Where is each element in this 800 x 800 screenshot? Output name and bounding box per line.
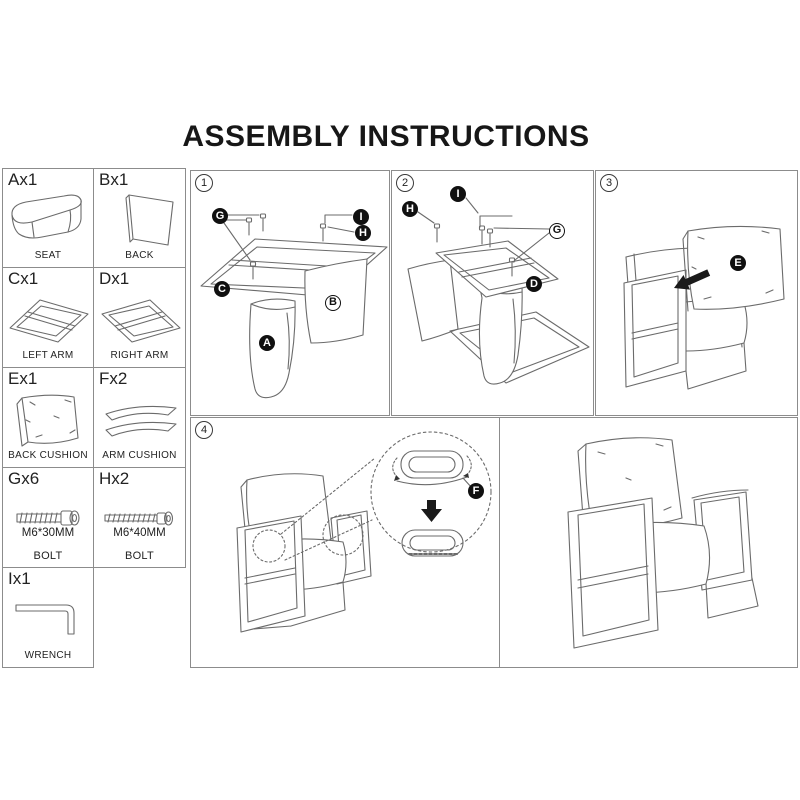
part-cell-bolt-30: Gx6 M6*30MM BOLT xyxy=(2,467,94,568)
part-spec: M6*40MM xyxy=(113,527,166,539)
finished-chair-panel xyxy=(499,417,798,668)
part-label-f: F xyxy=(468,483,484,499)
step-number: 1 xyxy=(195,174,213,192)
page-title: ASSEMBLY INSTRUCTIONS xyxy=(182,120,590,153)
part-name: BACK CUSHION xyxy=(8,450,88,461)
wrench-drawing xyxy=(6,592,92,644)
part-code: Ex1 xyxy=(8,369,38,388)
part-label-i: I xyxy=(353,209,369,225)
part-cell-bolt-40: Hx2 M6*40MM BOLT xyxy=(93,467,186,568)
part-code: Fx2 xyxy=(99,369,128,388)
part-cell-left-arm: Cx1 LEFT ARM xyxy=(2,267,94,368)
part-cell-back-cushion: Ex1 BACK CUSHION xyxy=(2,367,94,468)
part-code: Ix1 xyxy=(8,569,31,588)
part-label-e: E xyxy=(730,255,746,271)
part-label-h: H xyxy=(355,225,371,241)
step-3-drawing xyxy=(596,171,797,415)
part-cell-right-arm: Dx1 RIGHT ARM xyxy=(93,267,186,368)
part-cell-seat: Ax1 SEAT xyxy=(2,168,94,268)
part-cell-wrench: Ix1 WRENCH xyxy=(2,567,94,668)
part-name: RIGHT ARM xyxy=(110,350,169,361)
step-2-drawing xyxy=(392,171,593,415)
back-drawing xyxy=(98,189,184,249)
part-label-i: I xyxy=(450,186,466,202)
part-label-a: A xyxy=(259,335,275,351)
part-label-c: C xyxy=(214,281,230,297)
part-name: LEFT ARM xyxy=(22,350,74,361)
back-cushion-drawing xyxy=(6,390,92,452)
bolt-40-drawing xyxy=(101,505,179,531)
arm-cushion-drawing xyxy=(98,398,184,444)
part-name: SEAT xyxy=(34,250,62,261)
part-label-b: B xyxy=(325,295,341,311)
part-label-d: D xyxy=(526,276,542,292)
step-number: 4 xyxy=(195,421,213,439)
left-arm-drawing xyxy=(6,292,92,348)
step-number: 3 xyxy=(600,174,618,192)
part-code: Cx1 xyxy=(8,269,39,288)
bolt-30-drawing xyxy=(11,504,85,532)
part-code: Bx1 xyxy=(99,170,129,189)
part-name: BACK xyxy=(125,250,154,261)
part-name: ARM CUSHION xyxy=(102,450,177,461)
step-4-drawing xyxy=(191,418,499,667)
step-panel-1: 1 G C A B I H xyxy=(190,170,390,416)
part-name: BOLT xyxy=(33,550,63,562)
finished-chair-drawing xyxy=(500,418,797,667)
part-label-g: G xyxy=(549,223,565,239)
step-panel-2: 2 H I xyxy=(391,170,594,416)
step-panel-3: 3 E xyxy=(595,170,798,416)
part-label-g: G xyxy=(212,208,228,224)
part-name: BOLT xyxy=(124,550,155,562)
right-arm-drawing xyxy=(98,292,184,348)
part-name: WRENCH xyxy=(24,650,72,661)
part-cell-arm-cushion: Fx2 ARM CUSHION xyxy=(93,367,186,468)
part-spec: M6*30MM xyxy=(21,527,75,539)
seat-drawing xyxy=(6,191,92,249)
part-code: Ax1 xyxy=(8,170,38,189)
part-label-h: H xyxy=(402,201,418,217)
part-code: Hx2 xyxy=(99,469,130,488)
part-cell-back: Bx1 BACK xyxy=(93,168,186,268)
step-panel-4: 4 xyxy=(190,417,500,668)
part-code: Dx1 xyxy=(99,269,130,288)
part-code: Gx6 xyxy=(8,469,40,488)
step-number: 2 xyxy=(396,174,414,192)
